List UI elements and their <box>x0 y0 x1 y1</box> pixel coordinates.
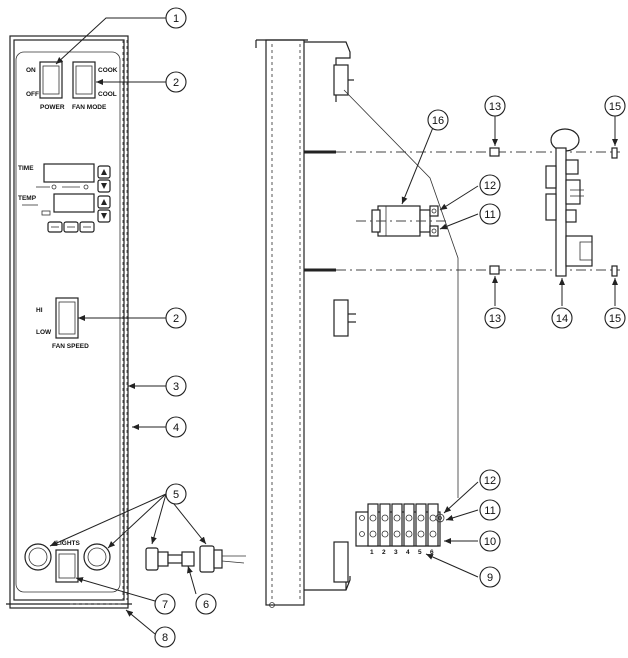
callout-5: 5 <box>165 483 187 505</box>
callout-14: 14 <box>551 307 573 329</box>
callout-9: 9 <box>479 566 501 588</box>
upper-pin <box>611 147 618 159</box>
right-light-knob <box>83 543 111 571</box>
fan-speed-label: FAN SPEED <box>52 343 89 350</box>
time-label: TIME <box>18 165 34 172</box>
leader-12a <box>439 185 479 211</box>
terminal-3: 3 <box>394 549 398 556</box>
callout-2b: 2 <box>165 307 187 329</box>
callout-12a: 12 <box>479 174 501 196</box>
terminal-6: 6 <box>430 549 434 556</box>
fan-mode-label: FAN MODE <box>72 104 107 111</box>
mode-buttons <box>47 221 95 233</box>
svg-text:16: 16 <box>432 115 444 127</box>
cool-label: COOL <box>98 91 117 98</box>
svg-text:5: 5 <box>173 489 179 501</box>
terminal-1: 1 <box>370 549 374 556</box>
svg-text:11: 11 <box>484 209 495 221</box>
terminal-2: 2 <box>382 549 386 556</box>
leader-11a <box>439 213 479 230</box>
svg-text:7: 7 <box>162 599 168 611</box>
control-panel <box>6 35 132 609</box>
control-board <box>545 128 593 277</box>
lights-label: LIGHTS <box>56 540 80 547</box>
svg-text:14: 14 <box>556 313 568 325</box>
leader-5a <box>49 493 167 547</box>
terminal-4: 4 <box>406 549 410 556</box>
power-switch <box>39 61 63 99</box>
hi-label: HI <box>36 307 43 314</box>
svg-text:12: 12 <box>484 180 496 192</box>
callout-7: 7 <box>154 593 176 615</box>
svg-text:13: 13 <box>489 101 501 113</box>
svg-text:12: 12 <box>484 475 496 487</box>
power-label: POWER <box>40 104 65 111</box>
svg-text:15: 15 <box>609 313 621 325</box>
temp-label: TEMP <box>18 195 37 202</box>
leader-7 <box>75 577 156 602</box>
leader-6 <box>187 565 197 595</box>
callout-15b: 15 <box>604 307 626 329</box>
svg-text:11: 11 <box>484 505 495 517</box>
left-light-knob <box>24 543 52 571</box>
leader-9 <box>425 553 479 578</box>
svg-text:15: 15 <box>609 101 621 113</box>
svg-text:2: 2 <box>173 313 179 325</box>
callout-13a: 13 <box>484 95 506 117</box>
svg-text:6: 6 <box>203 599 209 611</box>
fan-speed-switch <box>55 297 79 339</box>
callout-13b: 13 <box>484 307 506 329</box>
svg-text:2: 2 <box>173 77 179 89</box>
svg-text:3: 3 <box>173 381 179 393</box>
upper-spacer <box>489 147 500 157</box>
leader-5c <box>150 493 167 545</box>
callout-16: 16 <box>427 109 449 131</box>
lower-spacer <box>489 265 500 275</box>
callout-1: 1 <box>165 7 187 29</box>
low-label: LOW <box>36 329 52 336</box>
callout-4: 4 <box>165 416 187 438</box>
svg-text:9: 9 <box>487 572 493 584</box>
leader-11b <box>445 509 479 521</box>
lights-switch <box>55 549 79 583</box>
leader-5b <box>107 493 167 549</box>
wire <box>343 89 459 498</box>
terminal-5: 5 <box>418 549 422 556</box>
callout-3: 3 <box>165 375 187 397</box>
callout-11a: 11 <box>479 203 501 225</box>
svg-text:13: 13 <box>489 313 501 325</box>
callout-2a: 2 <box>165 71 187 93</box>
side-housing <box>255 39 356 608</box>
leader-12b <box>443 481 479 514</box>
time-display <box>36 163 111 193</box>
terminal-block <box>355 503 445 547</box>
leader-16 <box>401 119 437 205</box>
on-label: ON <box>26 67 36 74</box>
callout-12b: 12 <box>479 469 501 491</box>
svg-text:1: 1 <box>173 13 179 25</box>
svg-text:10: 10 <box>484 536 496 548</box>
cook-label: COOK <box>98 67 118 74</box>
callout-8: 8 <box>154 626 176 648</box>
off-label: OFF <box>26 91 39 98</box>
callout-11b: 11 <box>479 499 501 521</box>
svg-text:4: 4 <box>173 422 179 434</box>
lower-pin <box>611 265 618 277</box>
callout-15a: 15 <box>604 95 626 117</box>
relay <box>356 205 448 237</box>
leader-8 <box>125 609 156 635</box>
callout-10: 10 <box>479 530 501 552</box>
temp-display <box>22 193 111 223</box>
lamp-socket-assembly <box>145 545 246 573</box>
fan-mode-switch <box>72 61 96 99</box>
leader-1 <box>55 17 166 65</box>
svg-text:8: 8 <box>162 632 168 644</box>
callout-6: 6 <box>195 593 217 615</box>
